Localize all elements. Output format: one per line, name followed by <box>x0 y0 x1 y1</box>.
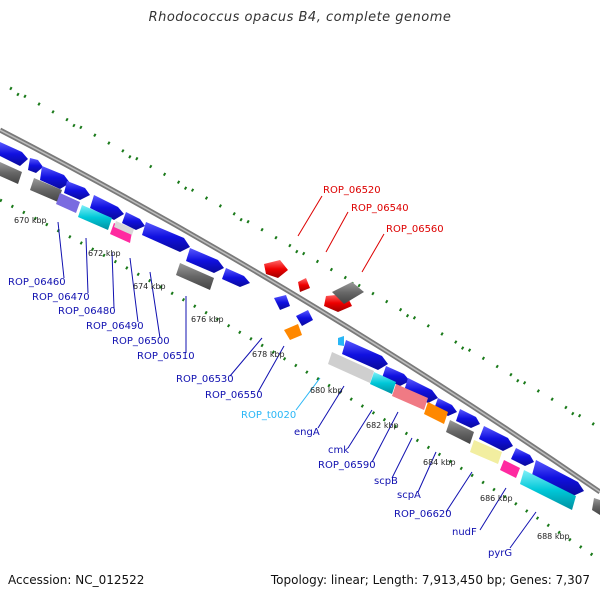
gene-features-right <box>328 340 600 515</box>
forward-cds <box>90 195 124 220</box>
reverse-cds <box>592 498 600 515</box>
gene-label: ROP_06510 <box>137 351 195 362</box>
forward-cds <box>142 222 190 252</box>
ruler-label: 674 kbp <box>133 282 166 291</box>
genome-backbone <box>0 127 600 495</box>
gene-label: ROP_06550 <box>205 390 263 401</box>
cds-lightgray <box>328 352 374 383</box>
gene-label: ROP_06470 <box>32 292 90 303</box>
gene-features-middle <box>264 260 364 346</box>
gene-label: ROP_06590 <box>318 460 376 471</box>
outer-tick-ring <box>9 86 600 432</box>
forward-cds <box>0 142 28 166</box>
cds-salmon <box>392 384 428 410</box>
gene-label: nudF <box>452 527 477 538</box>
cds-purple <box>56 193 80 213</box>
gene-label-highlight: ROP_06560 <box>386 224 444 235</box>
forward-cds <box>511 448 534 466</box>
ruler-label: 688 kbp <box>537 532 570 541</box>
forward-cds <box>222 268 250 287</box>
reverse-cds <box>176 263 214 290</box>
ruler-label: 676 kbp <box>191 315 224 324</box>
ruler-label: 682 kbp <box>366 421 399 430</box>
forward-cds <box>274 295 290 310</box>
forward-cds <box>122 212 145 230</box>
cds-orange <box>284 324 302 340</box>
forward-cds <box>296 310 313 326</box>
ruler-label: 670 kbp <box>14 216 47 225</box>
reverse-cds <box>446 420 474 444</box>
forward-cds <box>404 378 438 403</box>
forward-cds <box>64 181 90 200</box>
forward-cds <box>28 158 43 173</box>
gene-label: ROP_06480 <box>58 306 116 317</box>
reverse-cds <box>332 282 364 304</box>
forward-cds <box>186 248 224 273</box>
rna-feature <box>370 372 396 394</box>
cds-pink <box>500 460 520 478</box>
gene-label: ROP_06620 <box>394 509 452 520</box>
cds-lightgray <box>114 221 134 235</box>
gene-label: scpB <box>374 476 398 487</box>
gene-features-left <box>0 142 250 290</box>
reverse-cds <box>30 178 62 202</box>
cds-pink <box>110 223 132 243</box>
gene-label: cmk <box>328 445 349 456</box>
rna-feature <box>78 205 112 230</box>
ruler-label: 672 kbp <box>88 249 121 258</box>
accession-label: Accession: NC_012522 <box>8 573 145 587</box>
forward-cds <box>40 166 70 189</box>
gene-label: ROP_06500 <box>112 336 170 347</box>
gene-label-highlight: ROP_06520 <box>323 185 381 196</box>
gene-label: ROP_06460 <box>8 277 66 288</box>
forward-cds <box>532 460 584 496</box>
highlight-cds <box>298 278 310 292</box>
highlight-cds <box>264 260 288 278</box>
gene-label: ROP_06530 <box>176 374 234 385</box>
cds-cream <box>470 440 502 464</box>
inner-tick-ring <box>0 198 600 562</box>
ruler-label: 686 kbp <box>480 494 513 503</box>
gene-label-trna: ROP_t0020 <box>241 410 296 421</box>
ruler-label: 684 kbp <box>423 458 456 467</box>
gene-label-highlight: ROP_06540 <box>351 203 409 214</box>
forward-cds <box>342 340 388 370</box>
forward-cds <box>479 426 513 451</box>
ruler-label: 680 kbp <box>310 386 343 395</box>
genome-summary: Topology: linear; Length: 7,913,450 bp; … <box>270 573 590 587</box>
forward-cds <box>456 409 480 428</box>
map-title: Rhodococcus opacus B4, complete genome <box>148 10 452 25</box>
cds-orange <box>424 402 448 424</box>
leader-lines-red <box>297 195 385 273</box>
ruler-label: 678 kbp <box>252 350 285 359</box>
leader-lines-blue <box>57 221 537 549</box>
gene-label: ROP_06490 <box>86 321 144 332</box>
reverse-cds <box>0 162 22 184</box>
gene-label: scpA <box>397 490 421 501</box>
trna-feature <box>338 336 344 346</box>
leader-line-trna <box>295 377 321 411</box>
rna-feature <box>520 470 576 510</box>
gene-label: pyrG <box>488 548 512 559</box>
gene-label: engA <box>294 427 320 438</box>
